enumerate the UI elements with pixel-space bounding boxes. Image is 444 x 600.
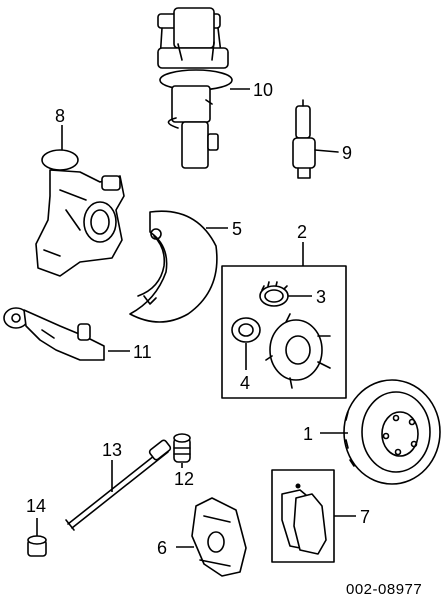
wheel-hub-part bbox=[265, 313, 331, 389]
steering-knuckle-part bbox=[35, 149, 125, 277]
brake-rotor-part bbox=[343, 379, 441, 485]
boot-part bbox=[173, 433, 191, 463]
callout-4: 4 bbox=[240, 373, 250, 393]
control-arm-part bbox=[3, 307, 105, 361]
sensor-part bbox=[292, 99, 339, 179]
callout-9: 9 bbox=[342, 143, 352, 163]
brake-pads-part bbox=[281, 483, 327, 555]
guide-pin-part bbox=[65, 439, 172, 531]
callout-10: 10 bbox=[253, 80, 273, 100]
callout-2: 2 bbox=[297, 222, 307, 242]
callout-6: 6 bbox=[157, 538, 167, 558]
callout-5: 5 bbox=[232, 219, 242, 239]
callout-11: 11 bbox=[133, 342, 152, 362]
callout-3: 3 bbox=[316, 287, 326, 307]
splash-shield-part bbox=[129, 210, 218, 323]
callout-1: 1 bbox=[303, 424, 313, 444]
reference-code: 002-08977 bbox=[346, 581, 422, 598]
brake-caliper-part bbox=[191, 497, 247, 577]
callout-13: 13 bbox=[102, 440, 122, 460]
callout-7: 7 bbox=[360, 507, 370, 527]
wheel-bearing-part bbox=[231, 317, 261, 343]
bleeder-plug-part bbox=[27, 535, 47, 557]
callout-8: 8 bbox=[55, 106, 65, 126]
hub-group-box bbox=[221, 265, 347, 399]
tone-ring-part bbox=[259, 281, 289, 307]
callout-14: 14 bbox=[26, 496, 46, 516]
strut-assembly-part bbox=[157, 7, 233, 169]
callout-12: 12 bbox=[174, 469, 194, 489]
